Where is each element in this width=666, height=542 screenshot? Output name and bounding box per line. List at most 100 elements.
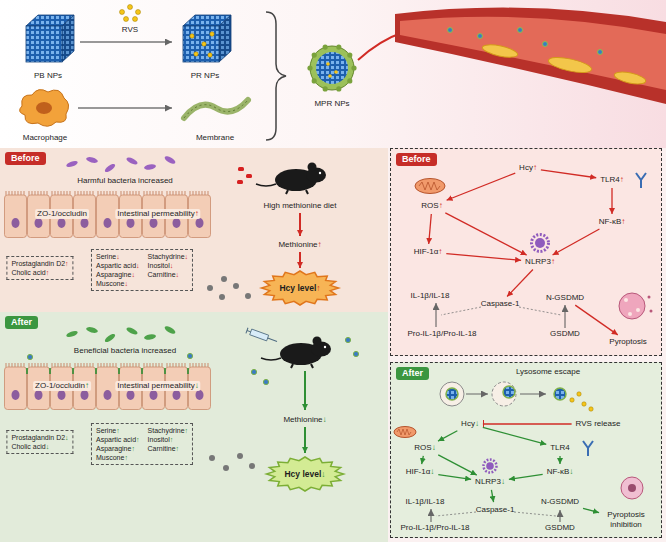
mitochondrion-body [394,427,416,438]
metabolite-box: Prostaglandin D2↓Cholic acid↓ [6,430,73,454]
after-panel-fill [390,362,662,538]
inflammasome-core [486,462,494,470]
membrane-bump [323,45,328,50]
tight-junction [95,368,97,374]
lysosome [492,382,516,406]
trend-arrow: ↓ [124,280,128,287]
pathway-term: TLR4↑ [598,174,626,186]
trend-arrow: ↓ [432,443,436,452]
figure-label: Pro-IL-1β/Pro-IL-18 [407,329,476,339]
node-text: Carnitine↑ [148,444,188,453]
tight-junction [26,368,28,374]
pathway-arrow [553,229,600,255]
nanoparticle [446,388,458,400]
panel-tag: Before [5,152,46,165]
node-text: Cholic acid↓ [11,442,68,451]
pathway-term: N-GSDMD [539,496,581,508]
trend-arrow: ↓ [475,419,479,428]
node-text: TLR4 [550,443,570,453]
rvs-dot [202,42,206,46]
diet-pellets [237,167,252,184]
panel-tag: Before [396,153,437,166]
trend-arrow: ↓ [195,381,199,390]
cleavage-arrow [436,303,437,327]
bacterium [164,155,177,165]
rvs-dot [326,62,330,66]
pathway-arrow [575,305,618,335]
panel-tag: After [5,316,38,329]
trend-arrow: ↓ [323,415,327,424]
figure-label: MPR NPs [314,99,349,109]
node-text: Cholic acid↑ [11,268,68,277]
node-text: Stachydrine↓ [148,252,188,261]
trend-arrow: ↑ [316,283,320,293]
extraction-arrow [78,107,172,109]
bacterium [66,330,79,339]
rvs-dot [133,17,138,22]
membrane-bump [351,65,356,70]
node-text: Asparagine↑ [96,444,140,453]
membrane-pore [636,308,640,312]
metabolite-dot [223,465,229,471]
trend-arrow: ↑ [124,454,128,461]
pr-nanoparticle [183,15,231,62]
hcy-burst: Hcy level↑ [261,271,338,305]
epithelium-after [5,363,211,410]
membrane-proteins [184,100,248,118]
epithelium-before [5,191,211,238]
before-panel-fill [390,148,662,356]
node-text: ROS↓ [414,443,435,453]
rvs-dot [208,53,212,57]
rvs-dot [120,10,125,15]
pathway-term: NLRP3↑ [523,256,557,268]
inflammasome-icon [532,235,549,252]
node-text: Hcy↑ [519,163,537,173]
nanoparticle [353,351,358,356]
metabolite-dot [233,283,239,289]
vessel-nanoparticle [598,50,603,55]
figure-label: IL-1β/IL-18 [411,291,450,301]
cell-body [619,293,645,319]
figure-label: GSDMD [550,329,580,339]
pellet [237,180,243,184]
trend-arrow: ↑ [185,427,189,434]
trend-arrow: ↓ [430,467,434,476]
inflammasome-spikes [484,460,497,473]
trend-arrow: ↓ [46,443,50,450]
pathway-arrow [483,423,572,424]
node-text: Muscone↓ [96,279,140,288]
loading-arrow [80,41,172,43]
membrane-bump [312,78,317,83]
pathway-term: Pyroptosis [607,336,648,348]
pathway-term: RVS release [574,418,623,430]
pathway-arrow [583,508,599,512]
epithelial-cell [5,191,27,238]
metabolite-dot [209,455,215,461]
rvs-dot [128,5,133,10]
node-text: Aspartic acid↓ [96,261,140,270]
mouse-feet [291,364,313,368]
pb-nanoparticle [26,15,74,62]
membrane-coat [310,46,354,90]
pathway-arrow [611,188,612,214]
top-ground [0,0,666,148]
macrophage-body [20,90,69,127]
node-text: Prostaglandin D2↓ [11,433,68,442]
figure-label: Methionine↓ [283,415,326,425]
nanoparticle [554,388,566,400]
pathway-term: NLRP3↓ [473,476,507,488]
figure-label: Pro-IL-1β/Pro-IL-18 [400,523,469,533]
rvs-dot [582,402,586,406]
figure-label: High methionine diet [264,201,337,211]
vessel-nanoparticle [518,28,523,33]
pathway-arrow [483,427,546,444]
node-text: Muscone↑ [96,453,140,462]
metabolite-dot [221,276,227,282]
metabolite-dot [249,463,255,469]
receptor-icon [636,173,646,188]
cube-side [219,15,231,62]
metabolite-box: Serine↑Aspartic acid↑Asparagine↑Muscone↑… [91,423,193,465]
cleavage-arrow [431,509,432,522]
nanoparticle [345,337,350,342]
